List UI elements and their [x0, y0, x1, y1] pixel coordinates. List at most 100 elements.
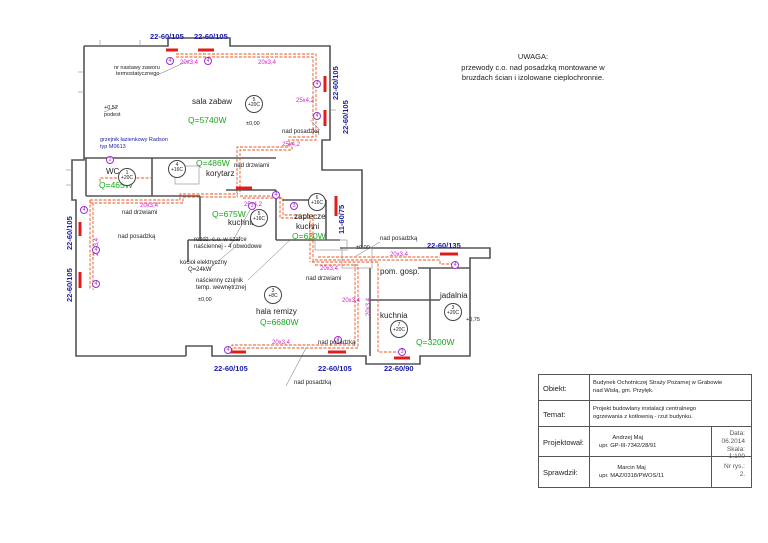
valve-setting-14: 3 — [398, 348, 406, 356]
radiator-label-1: 22-60/105 — [150, 32, 184, 41]
pipe-label-9: 20x3,4 — [390, 252, 409, 258]
note-podest-level: +0,52 — [104, 105, 118, 111]
pipe-label-3: 25x4,2 — [296, 98, 315, 104]
valve-setting-4: 4 — [313, 112, 321, 120]
notice-line1: przewody c.o. nad posadzką montowane w — [461, 62, 605, 72]
valve-setting-13: 4 — [334, 336, 342, 344]
note-nad-posadzka-4: nad posadzką — [318, 340, 356, 346]
temp-sala: 5+20C — [245, 95, 263, 113]
title-block-obiekt: Obiekt: Budynek Ochotniczej Straży Pożar… — [539, 375, 751, 401]
heat-sala: Q=5740W — [188, 115, 227, 125]
note-nad-drzwiami-1: nad drzwiami — [234, 163, 270, 169]
note-czujnik-2: temp. wewnętrznej — [196, 285, 247, 291]
note-level-hala: ±0,00 — [198, 297, 212, 303]
valve-setting-8: 4 — [92, 246, 100, 254]
radiator-label-9: 22-60/105 — [214, 364, 248, 373]
note-nad-posadzka-5: nad posadzką — [294, 380, 332, 386]
valve-setting-12: 4 — [224, 346, 232, 354]
obiekt-label: Obiekt: — [543, 384, 567, 393]
heat-wc: Q=465W — [99, 180, 133, 190]
pipe-label-2: 20x3,4 — [258, 60, 277, 66]
heat-hala: Q=6680W — [260, 317, 299, 327]
radiator-label-6: 22-60/105 — [65, 268, 74, 302]
temp-kuchnia-small: 5+16C — [250, 209, 268, 227]
temp-zaplecze: 6+16C — [308, 193, 326, 211]
radiator-label-10: 22-60/105 — [318, 364, 352, 373]
note-nad-drzwiami-2: nad drzwiami — [122, 210, 158, 216]
valve-setting-3: 4 — [313, 80, 321, 88]
valve-setting-9: 4 — [92, 280, 100, 288]
drawing-number: Nr rys.:2. — [724, 463, 745, 478]
note-kociol-2: Q=24kW — [188, 267, 212, 273]
projektowal-label: Projektował: — [543, 438, 584, 447]
note-grzejnik-2: typ M0613 — [100, 144, 126, 150]
valve-setting-15: 4 — [272, 191, 280, 199]
heat-zaplecze: Q=620W — [292, 231, 326, 241]
radiators — [78, 48, 458, 360]
sprawdzil-label: Sprawdził: — [543, 468, 578, 477]
pipe-label-11: 20x3,4 — [272, 340, 291, 346]
radiator-label-8: 22-60/135 — [427, 241, 461, 250]
pipe-label-10: 20x3,4 — [342, 298, 361, 304]
note-nad-posadzka-3: nad posadzką — [380, 236, 418, 242]
radiator-label-3: 22-60/105 — [331, 66, 340, 100]
temat-value: Projekt budowlany instalacji centralnego… — [593, 406, 697, 420]
room-kuchni: kuchni — [296, 222, 320, 231]
radiator-label-4: 22-60/105 — [341, 100, 350, 134]
room-sala-zabaw: sala zabaw — [192, 97, 233, 106]
note-czujnik-1: naścienny czujnik — [196, 278, 244, 284]
note-level-zaplecze: ±0,00 — [356, 245, 370, 251]
note-rozdzielacz-1: rozdz. c.o. w szafce — [194, 237, 247, 243]
valve-setting-2: 4 — [204, 57, 212, 65]
room-jadalnia: jadalnia — [440, 291, 468, 300]
valve-setting-5: 4 — [80, 206, 88, 214]
note-podest: podest — [104, 112, 121, 118]
heat-korytarz: Q=486W — [196, 158, 230, 168]
valve-setting-11: 4 — [451, 261, 459, 269]
note-nad-drzwiami-3: nad drzwiami — [306, 276, 342, 282]
radiator-label-11: 22-60/90 — [384, 364, 414, 373]
valve-setting-6: 2 — [106, 156, 114, 164]
valve-setting-1: 4 — [166, 57, 174, 65]
pipe-label-8: 20x3,4 — [320, 266, 339, 272]
note-level-jadalnia: +0,75 — [466, 317, 480, 323]
radiator-label-7: 11-60/75 — [337, 204, 346, 234]
title-block-temat: Temat: Projekt budowlany instalacji cent… — [539, 401, 751, 427]
room-kuchnia-small: kuchnia — [228, 218, 256, 227]
title-block-divider-2 — [711, 427, 712, 487]
room-wc: WC — [106, 167, 120, 176]
note-kociol-1: kocioł elektryczny — [180, 260, 228, 266]
room-kuchnia: kuchnia — [380, 311, 408, 320]
note-level-sala: ±0,00 — [246, 121, 260, 127]
note-nad-posadzka-2: nad posadzką — [118, 234, 156, 240]
room-pom-gosp: pom. gosp. — [380, 267, 420, 276]
temp-wc: 1+20C — [118, 168, 136, 186]
radiator-label-2: 22-60/105 — [194, 32, 228, 41]
temp-korytarz: 4+16C — [168, 160, 186, 178]
note-termostat: termostatycznego — [116, 71, 160, 77]
notice: UWAGA: przewody c.o. nad posadzką montow… — [440, 52, 626, 84]
pipe-label-4: 25x4,2 — [282, 142, 301, 148]
temp-hala: 3+8C — [264, 286, 282, 304]
pipe-label-5: 20x3,4 — [140, 203, 159, 209]
valve-setting-10: 3 — [290, 202, 298, 210]
notice-line2: bruzdach ścian i izolowane cieplochronni… — [461, 73, 605, 82]
pipe-label-12: 20x3,4 — [366, 297, 372, 316]
radiator-label-5: 22-60/105 — [65, 216, 74, 250]
temp-kuchnia: 7+20C — [390, 320, 408, 338]
valve-setting-7: 3 — [248, 202, 256, 210]
title-block: Obiekt: Budynek Ochotniczej Straży Pożar… — [538, 374, 752, 488]
notice-title: UWAGA: — [517, 52, 549, 61]
title-block-divider — [589, 375, 590, 487]
room-zaplecze: zaplecze — [294, 212, 326, 221]
temp-jadalnia: 3+20C — [444, 303, 462, 321]
heat-jadalnia: Q=3200W — [416, 337, 455, 347]
heat-kuchnia-small: Q=675W — [212, 209, 246, 219]
note-nastawy: nr nastawy zaworu — [114, 65, 160, 71]
room-hala: hala remizy — [256, 307, 297, 316]
